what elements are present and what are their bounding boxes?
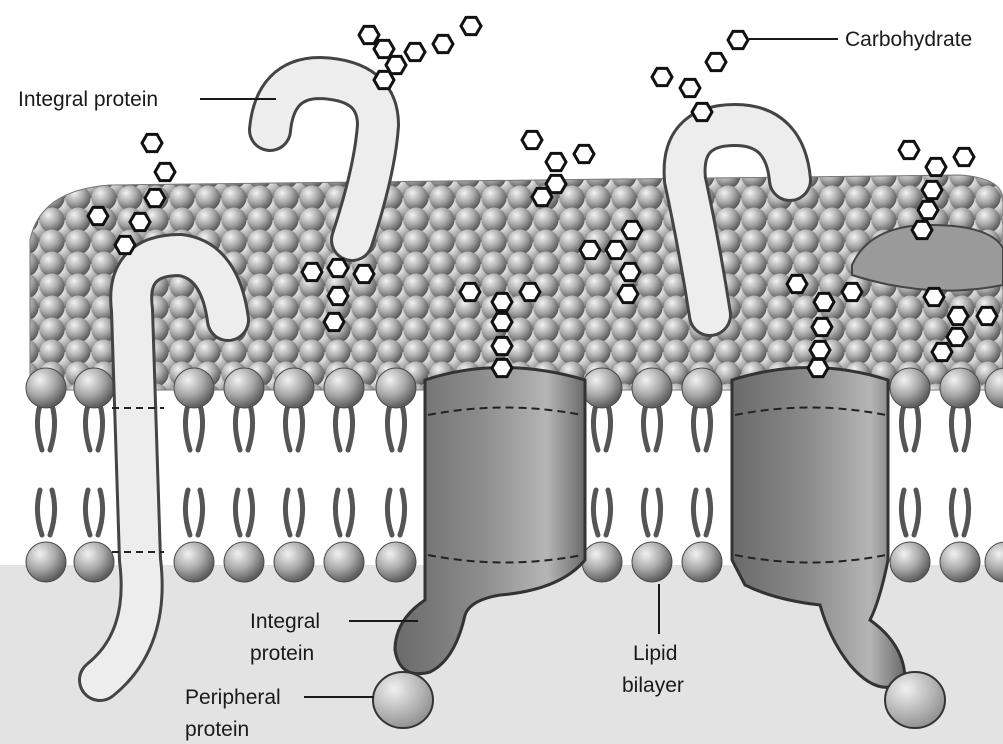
peripheral-protein-left xyxy=(373,672,433,728)
label-integral-protein-bottom-line1: Integral xyxy=(250,610,320,633)
label-carbohydrate: Carbohydrate xyxy=(845,28,972,51)
label-lipid-bilayer-line2: bilayer xyxy=(622,674,684,697)
label-integral-protein-bottom-line2: protein xyxy=(250,642,314,665)
label-lipid-bilayer-line1: Lipid xyxy=(633,642,677,665)
label-peripheral-protein-line2: protein xyxy=(185,718,249,741)
label-integral-protein-top: Integral protein xyxy=(18,88,158,111)
label-peripheral-protein-line1: Peripheral xyxy=(185,686,281,709)
peripheral-protein-right xyxy=(885,672,945,728)
